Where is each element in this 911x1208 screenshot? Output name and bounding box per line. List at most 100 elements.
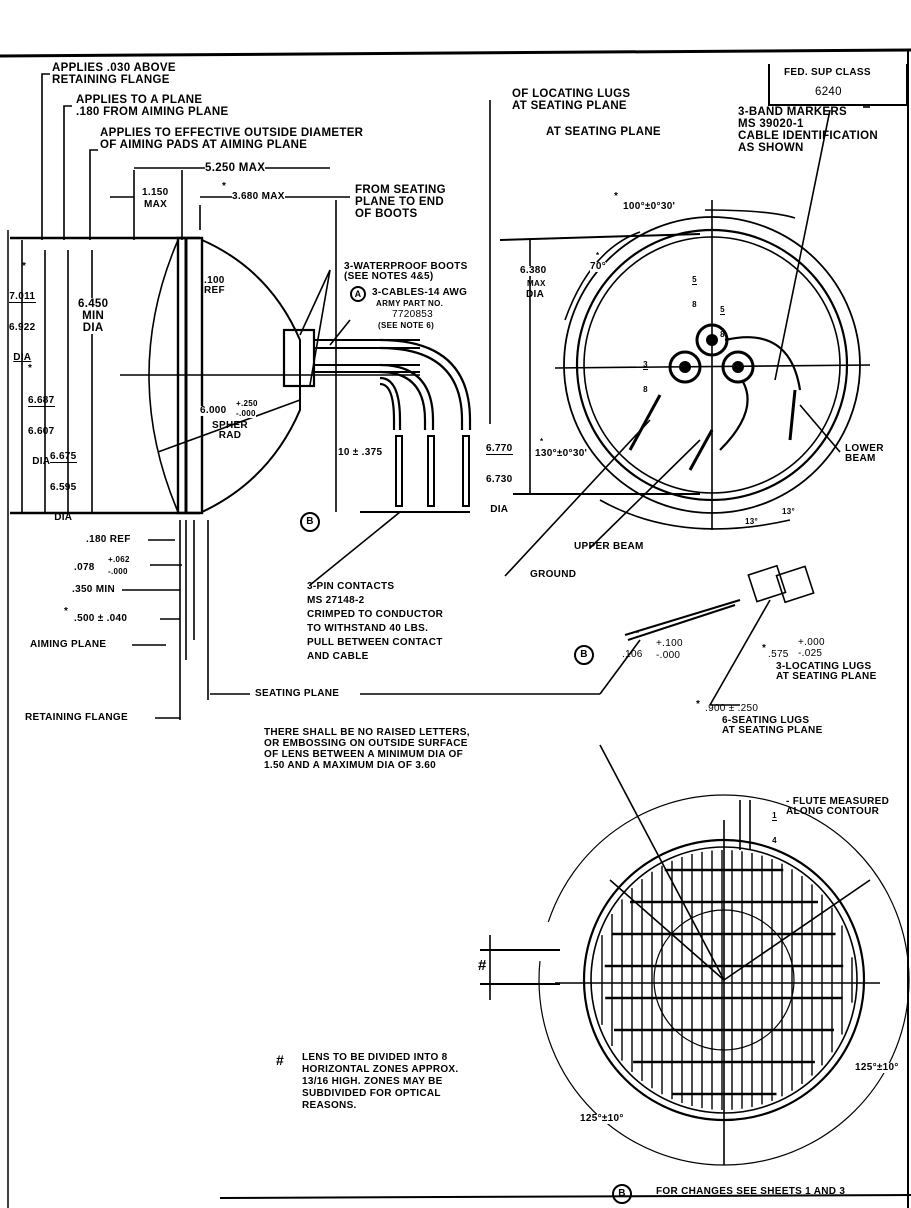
note-cables: 3-CABLES-14 AWG	[372, 287, 468, 298]
note-lens-mark: #	[276, 1052, 285, 1068]
dim-106-plus: +.100	[656, 638, 683, 649]
marker-b-lug-circle: B	[574, 645, 594, 665]
dim-575-mark: *	[762, 643, 767, 654]
label-aiming-plane: AIMING PLANE	[30, 639, 107, 650]
flute-fraction: 1 4	[772, 796, 778, 853]
frac-5-8-right-den: 8	[720, 330, 725, 339]
zone-height-mark: #	[478, 957, 487, 974]
note-flute-measured: - FLUTE MEASURED ALONG CONTOUR	[786, 796, 890, 817]
dim-900-mark: *	[696, 699, 701, 710]
dim-078-base: .078	[74, 562, 95, 573]
note-cables-marker: A	[350, 286, 366, 302]
dim-078-plus: +.062	[108, 555, 130, 564]
dim-125-right: 125°±10°	[855, 1062, 899, 1073]
dim-3680-max: 3.680 MAX	[232, 191, 285, 202]
footer-changes-note: FOR CHANGES SEE SHEETS 1 AND 3	[656, 1186, 846, 1197]
note-locating-lugs-detail: 3-LOCATING LUGS AT SEATING PLANE	[776, 661, 877, 682]
dim-70-degrees: 70°	[590, 261, 607, 272]
dim-078-minus: -.000	[108, 567, 128, 576]
dim-6687-den: 6.607	[28, 426, 55, 437]
note-from-seating-plane: FROM SEATING PLANE TO END OF BOOTS	[355, 184, 446, 220]
marker-b-side: B	[300, 512, 320, 532]
footer-marker-b-circle: B	[612, 1184, 632, 1204]
dim-6675-dia-label: DIA	[54, 512, 73, 523]
note-part-number: 7720853	[392, 309, 434, 320]
dim-130-mark: *	[540, 437, 544, 446]
dim-100-mark: *	[614, 191, 619, 202]
dim-575-base: .575	[768, 649, 789, 660]
note-army-part: ARMY PART NO.	[376, 299, 444, 308]
dim-7011-dia-label: DIA	[13, 352, 32, 363]
note-applies-030: APPLIES .030 ABOVE RETAINING FLANGE	[52, 62, 176, 86]
dim-6770-dia: 6.770 6.730 DIA	[486, 424, 513, 525]
note-pin-contacts: 3-PIN CONTACTS MS 27148-2 CRIMPED TO CON…	[307, 581, 444, 662]
footer-marker-b: B	[612, 1184, 632, 1204]
dim-13-degrees-a: 13°	[745, 517, 758, 526]
note-applies-effective: APPLIES TO EFFECTIVE OUTSIDE DIAMETER OF…	[100, 127, 364, 151]
dim-6687-dia: 6.687 6.607 DIA	[28, 376, 55, 477]
marker-b-circle: B	[300, 512, 320, 532]
frac-3-8-num: 3	[643, 360, 649, 370]
dim-100-degrees: 100°±0°30'	[623, 201, 676, 212]
dim-spher-minus: -.000	[236, 409, 256, 418]
dim-500-mark: *	[64, 606, 69, 617]
frac-5-8-right: 5 8	[720, 290, 726, 347]
fed-sup-class-value: 6240	[815, 86, 842, 98]
dim-7011-dia: 7.011 6.922 DIA	[9, 272, 36, 373]
frac-3-8-left: 3 8	[643, 345, 649, 402]
note-no-raised-letters: THERE SHALL BE NO RAISED LETTERS, OR EMB…	[264, 727, 470, 771]
dim-6770-den: 6.730	[486, 474, 513, 485]
dim-106-minus: -.000	[656, 650, 681, 661]
dim-100-ref: .100 REF	[204, 275, 225, 296]
label-retaining-flange: RETAINING FLANGE	[25, 712, 128, 723]
dim-spher-plus: +.250	[236, 399, 258, 408]
dim-106-base: .106	[622, 649, 643, 660]
dim-6675-den: 6.595	[50, 482, 77, 493]
dim-6380-max: MAX	[527, 279, 546, 288]
frac-5-8-top-den: 8	[692, 300, 697, 309]
dim-900-tolerance: .900 ± .250	[705, 703, 759, 714]
note-band-markers: 3-BAND MARKERS MS 39020-1 CABLE IDENTIFI…	[738, 106, 878, 154]
dim-7011-mark: *	[22, 261, 27, 272]
note-lens-zones: LENS TO BE DIVIDED INTO 8 HORIZONTAL ZON…	[302, 1052, 459, 1111]
note-waterproof-boots: 3-WATERPROOF BOOTS (SEE NOTES 4&5)	[344, 261, 468, 282]
dim-350-min: .350 MIN	[72, 584, 115, 595]
dim-13-degrees-b: 13°	[782, 507, 795, 516]
flute-den: 4	[772, 836, 777, 845]
frac-5-8-right-num: 5	[720, 305, 726, 315]
label-lower-beam: LOWER BEAM	[845, 443, 884, 464]
dim-575-plus: +.000	[798, 637, 825, 648]
dim-6687-num: 6.687	[28, 395, 55, 407]
dim-spher-rad: SPHER RAD	[212, 420, 248, 441]
note-see-note-6: (SEE NOTE 6)	[378, 321, 435, 330]
dim-7011-num: 7.011	[9, 291, 36, 303]
lens-flute-grid	[601, 850, 853, 1110]
dim-6687-mark: *	[28, 363, 33, 374]
dim-6687-dia-label: DIA	[32, 456, 51, 467]
frac-5-8-top: 5 8	[692, 260, 698, 317]
dim-500-tolerance: .500 ± .040	[74, 613, 128, 624]
label-seating-plane: SEATING PLANE	[255, 688, 340, 699]
dim-6675-num: 6.675	[50, 451, 77, 463]
dim-7011-den: 6.922	[9, 322, 36, 333]
marker-b-lug: B	[574, 645, 594, 665]
dim-3680-mark: *	[222, 181, 227, 192]
label-upper-beam: UPPER BEAM	[574, 541, 644, 552]
label-ground: GROUND	[530, 569, 577, 580]
dim-180-ref: .180 REF	[86, 534, 131, 545]
note-at-seating-plane: AT SEATING PLANE	[546, 126, 661, 138]
dim-spher-base: 6.000	[200, 405, 227, 416]
title-block	[768, 64, 908, 106]
dim-6770-num: 6.770	[486, 443, 513, 455]
dim-6770-dia-label: DIA	[490, 504, 509, 515]
dim-6380-dia: DIA	[526, 289, 545, 300]
flute-num: 1	[772, 811, 778, 821]
dim-1150-bottom: MAX	[144, 199, 168, 210]
dim-70-mark: *	[596, 251, 600, 260]
note-applies-plane: APPLIES TO A PLANE .180 FROM AIMING PLAN…	[76, 94, 229, 118]
fed-sup-class-label: FED. SUP CLASS	[784, 67, 871, 78]
dim-125-left: 125°±10°	[580, 1113, 624, 1124]
frac-5-8-top-num: 5	[692, 275, 698, 285]
frac-3-8-den: 8	[643, 385, 648, 394]
note-seating-lugs: 6-SEATING LUGS AT SEATING PLANE	[722, 715, 823, 736]
